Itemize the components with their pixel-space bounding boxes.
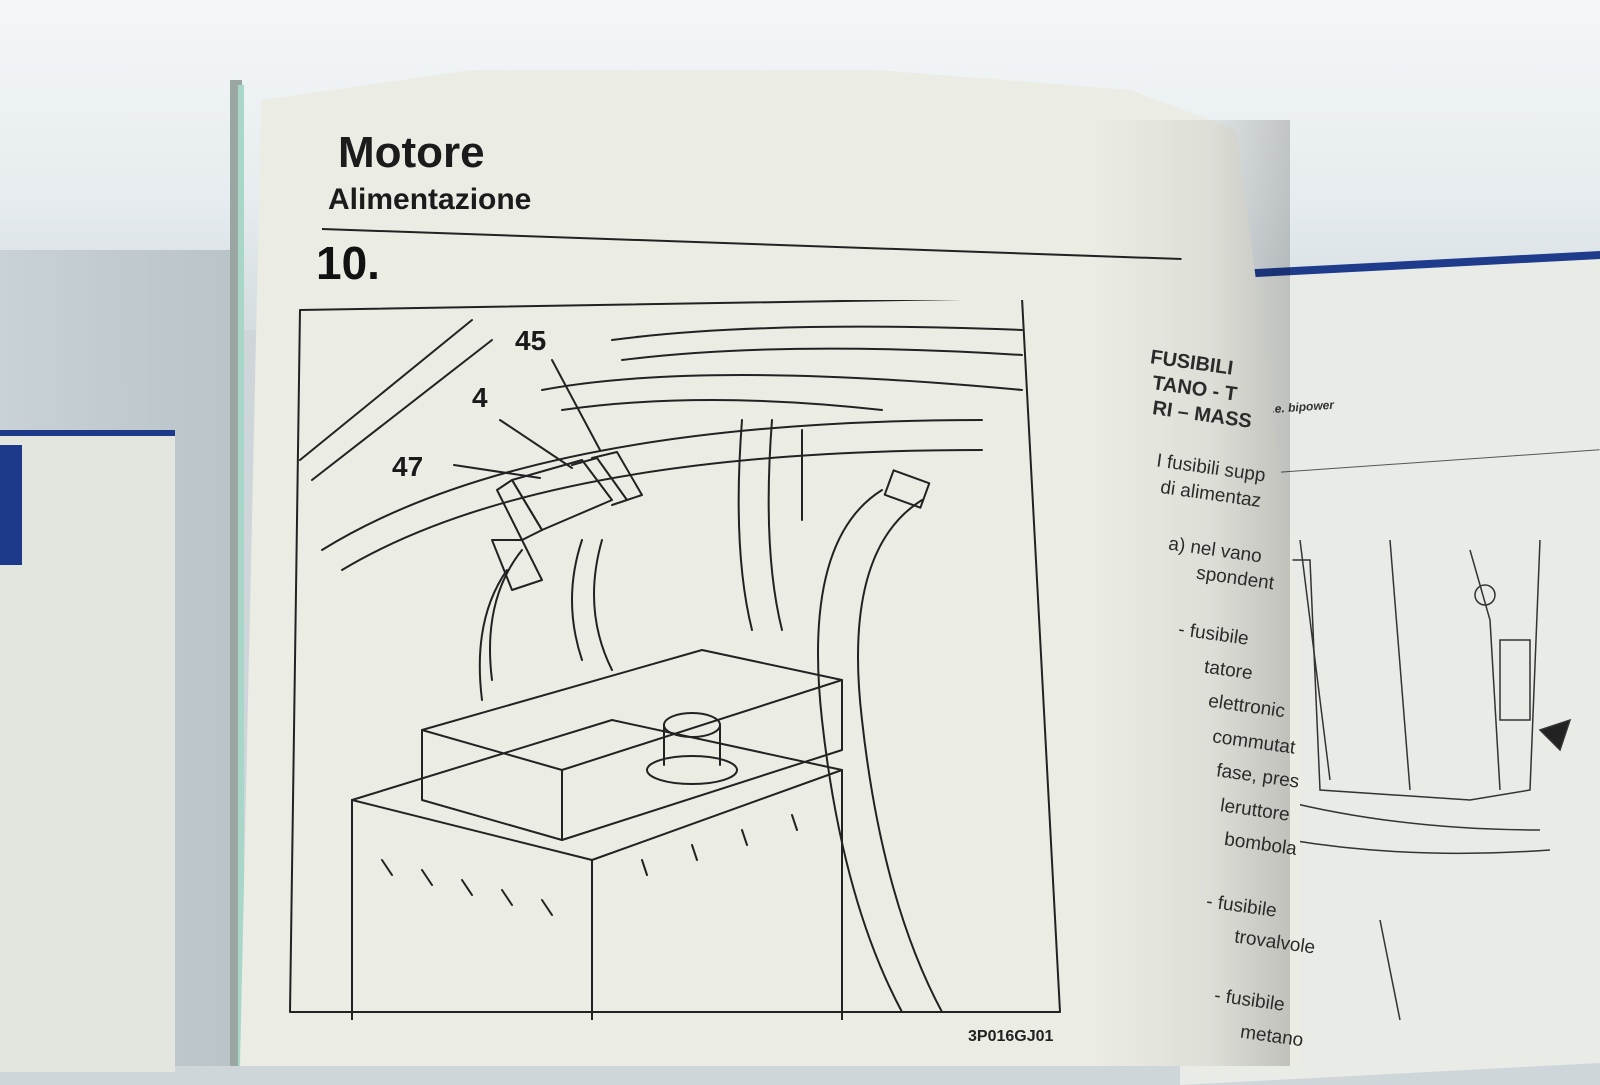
figure-frame [289, 300, 1061, 1013]
booklet-blue-strip [0, 445, 22, 565]
page-title: Motore [338, 128, 485, 177]
manual-page [240, 70, 1300, 1066]
page-subtitle: Alimentazione [328, 183, 532, 216]
background-booklet [0, 430, 175, 1072]
page-edge-green [238, 85, 244, 1066]
page-fold-shadow [1090, 120, 1290, 1066]
figure-code: 3P016GJ01 [968, 1028, 1054, 1045]
section-number: 10. [316, 237, 380, 289]
engine-bay-illustration [289, 300, 1061, 1020]
